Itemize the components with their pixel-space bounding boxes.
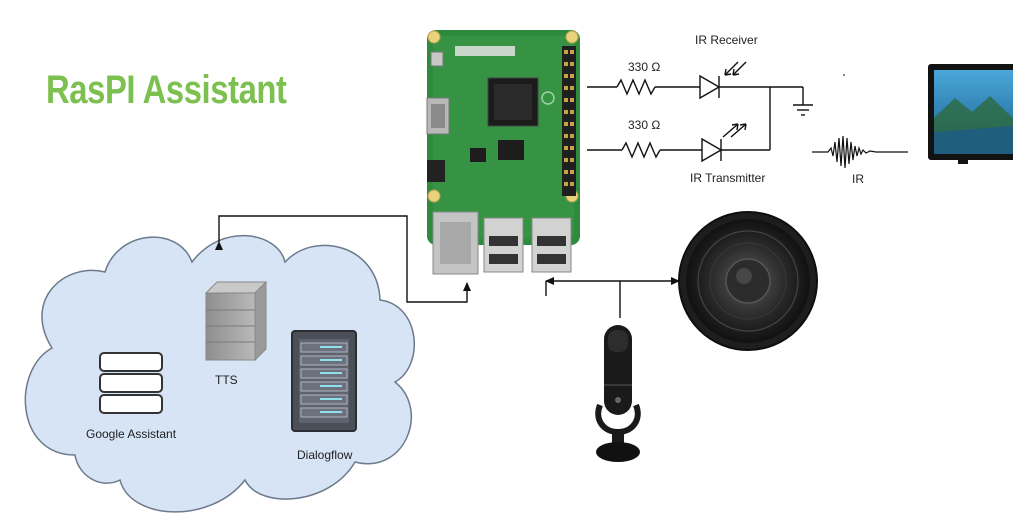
tts-label: TTS: [215, 373, 238, 387]
dialogflow-label: Dialogflow: [297, 448, 353, 462]
cloud: [24, 235, 416, 513]
resistor-bottom: [621, 141, 661, 159]
server-icon: [204, 280, 268, 362]
ir-label: IR: [852, 172, 864, 186]
ir-transmitter-label: IR Transmitter: [690, 171, 766, 185]
resistor-bottom-label: 330 Ω: [628, 118, 661, 132]
raspberry-pi-board-icon: [426, 30, 580, 275]
resistor-top: [616, 78, 656, 96]
ir-receiver-diode: [699, 74, 721, 100]
connections: [215, 215, 680, 318]
ir-circuit: [587, 61, 804, 163]
resistor-top-label: 330 Ω: [628, 60, 661, 74]
page-title: RasPI Assistant: [46, 68, 287, 112]
speaker-icon: [678, 211, 818, 351]
google-assistant-label: Google Assistant: [86, 427, 177, 441]
microphone-icon: [595, 325, 641, 462]
ground-symbol-icon: [793, 104, 813, 116]
database-stack-icon: [99, 352, 163, 414]
ir-wave-icon: [812, 135, 908, 169]
server-rack-icon: [291, 330, 357, 432]
ir-transmitter-diode: [701, 137, 723, 163]
ir-receiver-label: IR Receiver: [695, 33, 758, 47]
cloud-to-pi-arrow: [215, 215, 471, 303]
television-icon: [928, 64, 1013, 164]
